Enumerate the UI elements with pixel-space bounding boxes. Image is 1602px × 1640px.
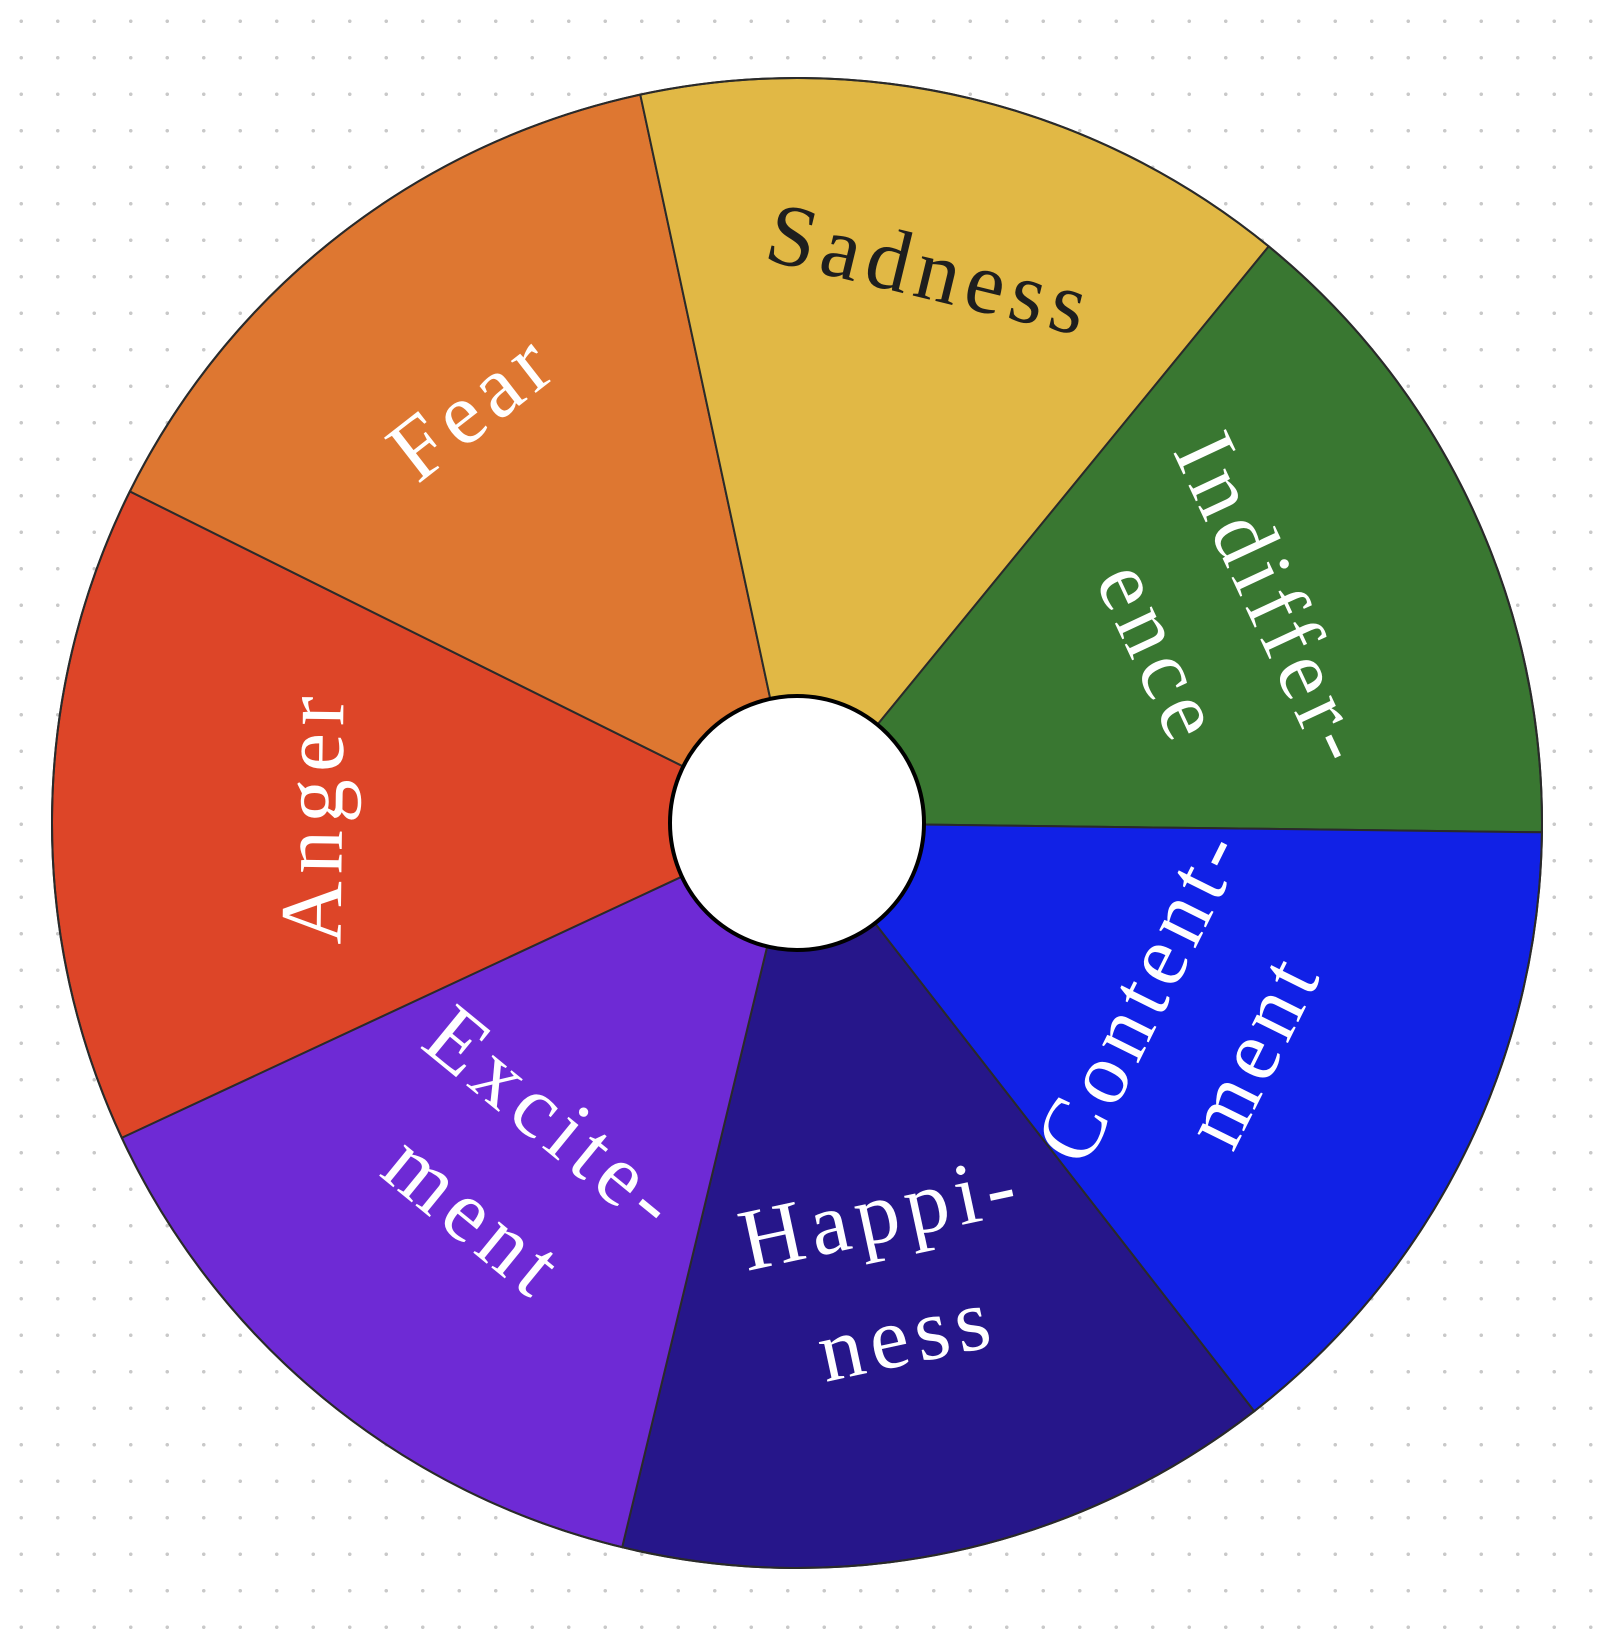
wheel-hub (668, 694, 926, 952)
label-anger: Anger (264, 689, 364, 945)
label-anger-line-1: Anger (264, 689, 364, 945)
wheel-outline (51, 77, 1543, 1569)
wheel-segments (51, 77, 1543, 1569)
